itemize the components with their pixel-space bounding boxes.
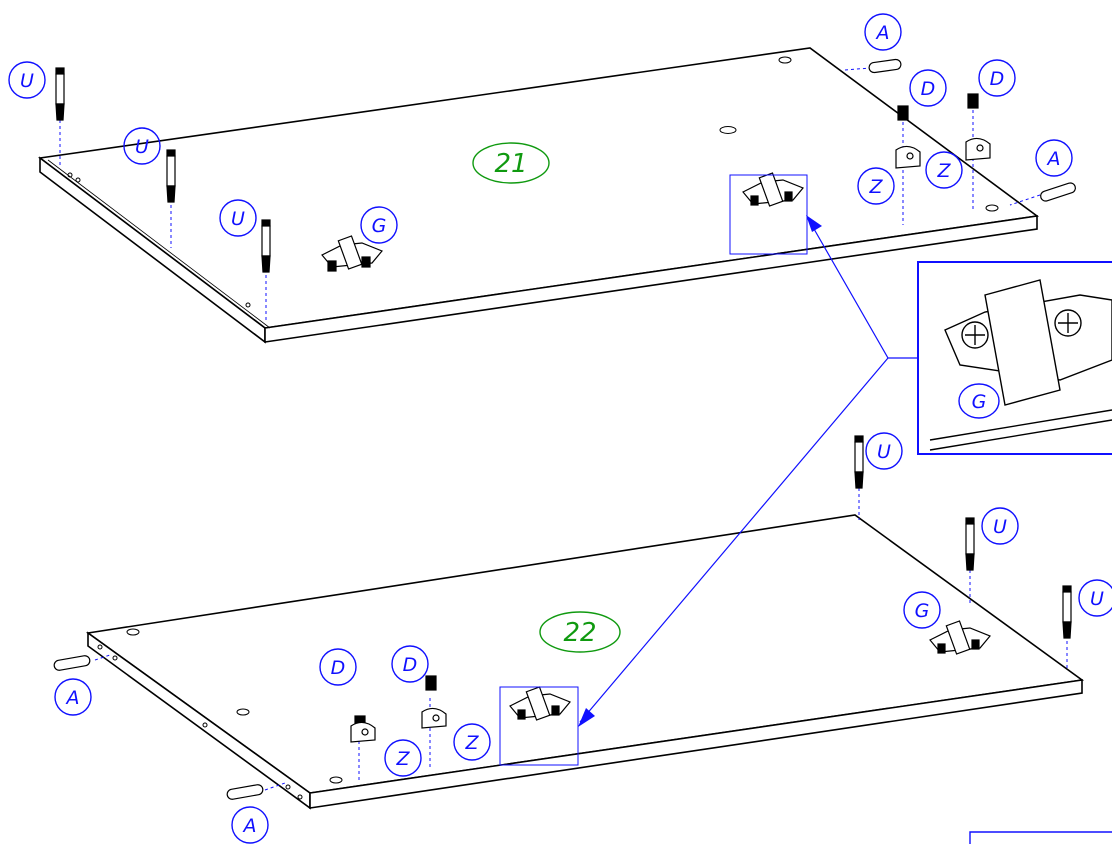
callout-letter: U <box>993 516 1007 538</box>
screws-brackets-21 <box>895 93 991 169</box>
callout-letter: A <box>875 22 890 44</box>
detail-frame-21 <box>729 174 808 255</box>
detail-view: G <box>917 261 1112 455</box>
callout-letter: Z <box>464 732 479 754</box>
callout-letter: G <box>915 600 930 622</box>
callout-letter: U <box>877 441 891 463</box>
leader-lines <box>579 221 917 723</box>
connector-screws-21 <box>55 67 271 273</box>
callouts <box>8 13 1112 844</box>
panel-number-22-text: 22 <box>563 618 596 648</box>
callout-letter: D <box>403 654 418 676</box>
callout-letter: U <box>135 136 149 158</box>
callout-letter: A <box>242 815 257 837</box>
panel-number-21-text: 21 <box>494 149 527 179</box>
leader-arrowheads <box>578 215 822 727</box>
panel-number-22: 22 <box>539 611 621 653</box>
screws-brackets-22 <box>350 675 447 743</box>
panel-number-21: 21 <box>472 142 550 184</box>
callout-letter: D <box>921 78 936 100</box>
detail-view-letter: G <box>972 391 987 413</box>
hinge-plates-22 <box>509 620 991 721</box>
panel-21 <box>37 47 1040 344</box>
callout-letter: U <box>20 70 34 92</box>
callout-letter: Z <box>395 748 410 770</box>
panel-22 <box>85 514 1085 810</box>
callout-letter: U <box>231 208 245 230</box>
detail-frame-22 <box>499 686 579 766</box>
callout-letter: U <box>1090 588 1104 610</box>
panel-22-holes <box>97 628 343 800</box>
callout-letter: Z <box>868 176 883 198</box>
callout-letter: D <box>331 657 346 679</box>
dowels-22 <box>53 655 264 800</box>
detail-view-callout: G <box>958 383 1000 419</box>
hinge-plates-21 <box>321 172 804 272</box>
callout-letter: A <box>1046 148 1061 170</box>
panel-21-holes <box>67 56 999 308</box>
dowels-21 <box>868 58 1076 202</box>
partial-frame <box>969 831 1112 844</box>
connector-screws-22 <box>854 435 1072 639</box>
callout-letters: U U U G A A D D Z Z U U U G D D Z Z A A <box>20 22 1104 837</box>
callout-letter: G <box>372 215 387 237</box>
callout-letter: A <box>65 687 80 709</box>
guide-lines <box>59 67 1068 791</box>
callout-letter: D <box>990 68 1005 90</box>
callout-letter: Z <box>936 160 951 182</box>
